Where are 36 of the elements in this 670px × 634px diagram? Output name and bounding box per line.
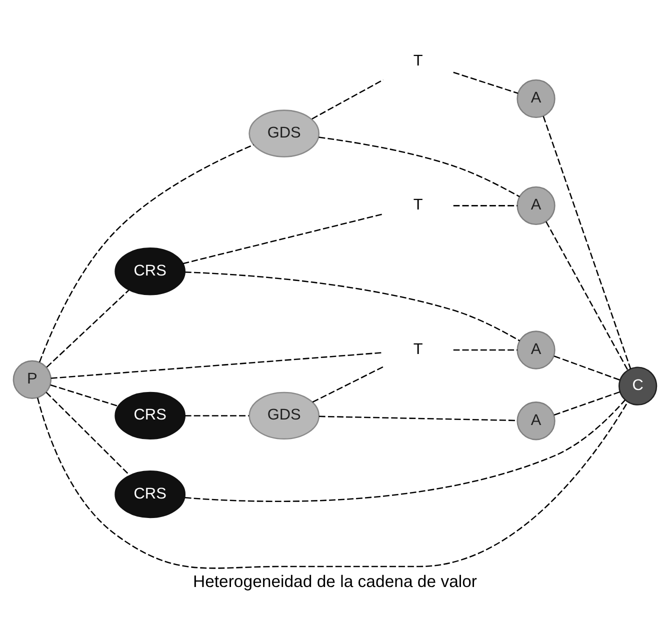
node-ellipse: CRS bbox=[114, 247, 186, 295]
connector bbox=[38, 144, 254, 362]
connector bbox=[182, 212, 384, 264]
connector bbox=[554, 355, 620, 380]
connector bbox=[46, 391, 130, 476]
node-circle: A bbox=[516, 78, 556, 118]
node-text: T bbox=[413, 196, 423, 214]
connector bbox=[546, 220, 628, 370]
connector bbox=[453, 71, 518, 94]
connector bbox=[184, 399, 626, 502]
connector bbox=[312, 78, 384, 119]
node-ellipse: GDS bbox=[248, 391, 320, 440]
node-text: T bbox=[413, 340, 423, 358]
connector bbox=[542, 116, 632, 368]
connector bbox=[453, 348, 518, 350]
connector bbox=[319, 415, 518, 421]
node-ellipse: GDS bbox=[248, 109, 320, 157]
node-ellipse: CRS bbox=[114, 470, 186, 518]
node-text: T bbox=[413, 52, 423, 69]
connector bbox=[554, 390, 620, 416]
connector bbox=[36, 397, 628, 568]
node-circle: P bbox=[12, 360, 52, 398]
connector bbox=[185, 271, 520, 341]
node-circle: C bbox=[618, 366, 658, 405]
connector bbox=[184, 414, 249, 416]
connector bbox=[318, 136, 520, 197]
connector bbox=[46, 289, 130, 368]
connector bbox=[50, 351, 383, 378]
connector bbox=[50, 384, 118, 406]
connector bbox=[312, 366, 384, 402]
node-circle: A bbox=[516, 186, 556, 224]
node-circle: A bbox=[516, 401, 556, 440]
connector bbox=[453, 204, 518, 206]
node-circle: A bbox=[516, 330, 556, 369]
node-ellipse: CRS bbox=[114, 391, 186, 440]
caption: Heterogeneidad de la cadena de valor bbox=[192, 572, 478, 591]
